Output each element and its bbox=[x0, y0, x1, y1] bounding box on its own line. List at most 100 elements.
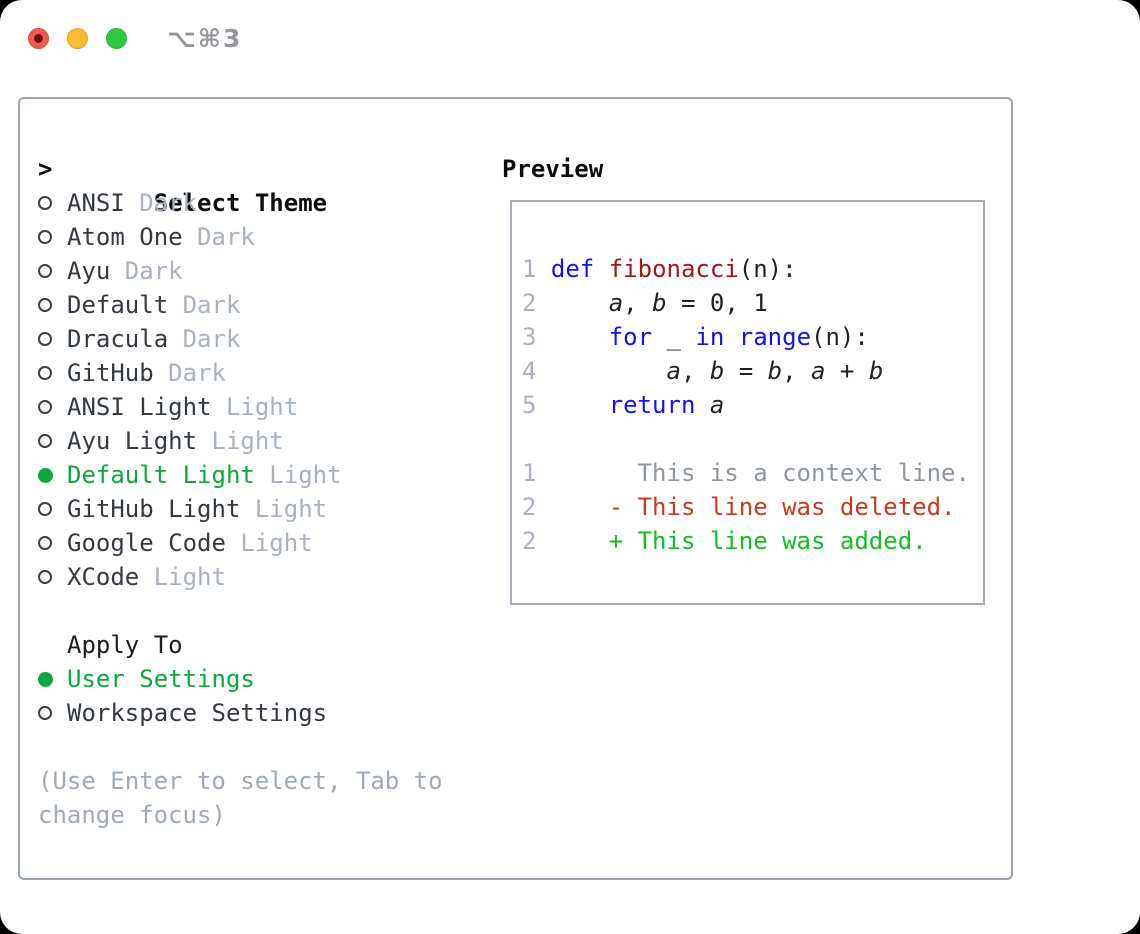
theme-name: Dracula bbox=[67, 325, 169, 353]
minimize-button[interactable] bbox=[67, 28, 88, 49]
radio-icon bbox=[38, 196, 52, 210]
code-segment-plain bbox=[724, 323, 738, 351]
preview-line: 4 a, b = b, a + b bbox=[522, 354, 983, 388]
preview-line: 2 + This line was added. bbox=[522, 524, 983, 558]
code-segment-kw: for bbox=[608, 323, 653, 351]
line-number: 1 bbox=[522, 459, 537, 487]
theme-name: Google Code bbox=[67, 529, 226, 557]
preview-line: 2 a, b = 0, 1 bbox=[522, 286, 983, 320]
line-number: 2 bbox=[522, 493, 537, 521]
code-segment-plain bbox=[536, 459, 637, 487]
code-segment-plain bbox=[695, 391, 709, 419]
close-button[interactable] bbox=[28, 28, 49, 49]
radio-icon bbox=[38, 536, 52, 550]
theme-option-github-light[interactable]: GitHub Light Light bbox=[38, 492, 342, 526]
radio-icon bbox=[38, 230, 52, 244]
theme-name: GitHub bbox=[67, 359, 154, 387]
theme-option-ayu-light[interactable]: Ayu Light Light bbox=[38, 424, 342, 458]
radio-selected-icon bbox=[38, 468, 53, 483]
line-number: 2 bbox=[522, 289, 537, 317]
theme-variant: Dark bbox=[182, 223, 255, 251]
code-segment-kw: return bbox=[608, 391, 696, 419]
theme-option-ayu[interactable]: Ayu Dark bbox=[38, 254, 342, 288]
theme-variant: Light bbox=[211, 393, 299, 421]
theme-option-ansi[interactable]: ANSI Dark bbox=[38, 186, 342, 220]
help-hint: (Use Enter to select, Tab to change focu… bbox=[38, 767, 443, 829]
theme-list-header: > Select Theme bbox=[38, 152, 342, 217]
theme-option-default[interactable]: Default Dark bbox=[38, 288, 342, 322]
preview-line: 1 def fibonacci(n): bbox=[522, 252, 983, 286]
theme-name: XCode bbox=[67, 563, 140, 591]
code-segment-plain: (n): bbox=[738, 255, 797, 283]
preview-line: 5 return a bbox=[522, 388, 983, 422]
theme-variant: Dark bbox=[168, 325, 241, 353]
code-segment-plain: + bbox=[825, 357, 869, 385]
cursor-icon: > bbox=[38, 155, 53, 183]
code-segment-plain bbox=[536, 391, 608, 419]
theme-name: GitHub Light bbox=[67, 495, 241, 523]
theme-variant: Dark bbox=[110, 257, 183, 285]
theme-variant: Light bbox=[254, 461, 342, 489]
line-number: 4 bbox=[522, 357, 537, 385]
apply-option-user-settings[interactable]: User Settings bbox=[38, 662, 327, 696]
code-segment-plain bbox=[536, 323, 608, 351]
code-segment-plain: , bbox=[782, 357, 812, 385]
theme-name: ANSI Light bbox=[67, 393, 212, 421]
radio-icon bbox=[38, 332, 52, 346]
code-segment-var: a bbox=[608, 289, 624, 317]
code-segment-var: a bbox=[811, 357, 826, 385]
code-segment-plain: = 0, 1 bbox=[666, 289, 768, 317]
radio-icon bbox=[38, 264, 52, 278]
apply-to-title: Apply To bbox=[67, 631, 183, 659]
radio-selected-icon bbox=[38, 672, 53, 687]
theme-variant: Dark bbox=[124, 189, 198, 217]
theme-variant: Light bbox=[225, 529, 313, 557]
theme-option-dracula[interactable]: Dracula Dark bbox=[38, 322, 342, 356]
theme-list-title: Select Theme bbox=[153, 189, 328, 217]
apply-option-workspace-settings[interactable]: Workspace Settings bbox=[38, 696, 327, 730]
code-segment-plain: , bbox=[680, 357, 710, 385]
code-segment-var: b bbox=[767, 357, 783, 385]
code-segment-plain: , bbox=[623, 289, 653, 317]
code-segment-plain: = bbox=[724, 357, 768, 385]
apply-option-label: User Settings bbox=[67, 665, 255, 693]
code-segment-added: + This line was added. bbox=[608, 527, 927, 555]
modified-dot-icon bbox=[34, 34, 43, 43]
code-segment-fn: fibonacci bbox=[608, 255, 739, 283]
line-number: 2 bbox=[522, 527, 537, 555]
theme-option-google-code[interactable]: Google Code Light bbox=[38, 526, 342, 560]
theme-option-xcode[interactable]: XCode Light bbox=[38, 560, 342, 594]
code-segment-kw: def bbox=[550, 255, 595, 283]
code-segment-plain: (n): bbox=[811, 323, 869, 351]
code-segment-context: This is a context line. bbox=[637, 459, 970, 487]
zoom-button[interactable] bbox=[106, 28, 127, 49]
apply-option-label: Workspace Settings bbox=[67, 699, 328, 727]
code-segment-plain bbox=[536, 493, 608, 521]
code-segment-var: a bbox=[709, 391, 725, 419]
radio-icon bbox=[38, 298, 52, 312]
theme-name: Ayu bbox=[67, 257, 111, 285]
code-segment-plain bbox=[594, 255, 608, 283]
radio-icon bbox=[38, 706, 52, 720]
radio-icon bbox=[38, 434, 52, 448]
theme-variant: Light bbox=[240, 495, 328, 523]
theme-option-default-light[interactable]: Default Light Light bbox=[38, 458, 342, 492]
theme-option-ansi-light[interactable]: ANSI Light Light bbox=[38, 390, 342, 424]
code-segment-var: b bbox=[652, 289, 667, 317]
code-segment-plain bbox=[536, 255, 550, 283]
theme-variant: Dark bbox=[168, 291, 241, 319]
code-segment-plain bbox=[536, 357, 666, 385]
theme-option-github[interactable]: GitHub Dark bbox=[38, 356, 342, 390]
theme-name: Ayu Light bbox=[67, 427, 198, 455]
code-segment-var: b bbox=[709, 357, 725, 385]
preview-title: Preview bbox=[502, 155, 604, 183]
theme-name: Default bbox=[67, 291, 169, 319]
theme-option-atom-one[interactable]: Atom One Dark bbox=[38, 220, 342, 254]
preview-line: 3 for _ in range(n): bbox=[522, 320, 983, 354]
preview-line: 2 - This line was deleted. bbox=[522, 490, 983, 524]
line-number: 3 bbox=[522, 323, 537, 351]
